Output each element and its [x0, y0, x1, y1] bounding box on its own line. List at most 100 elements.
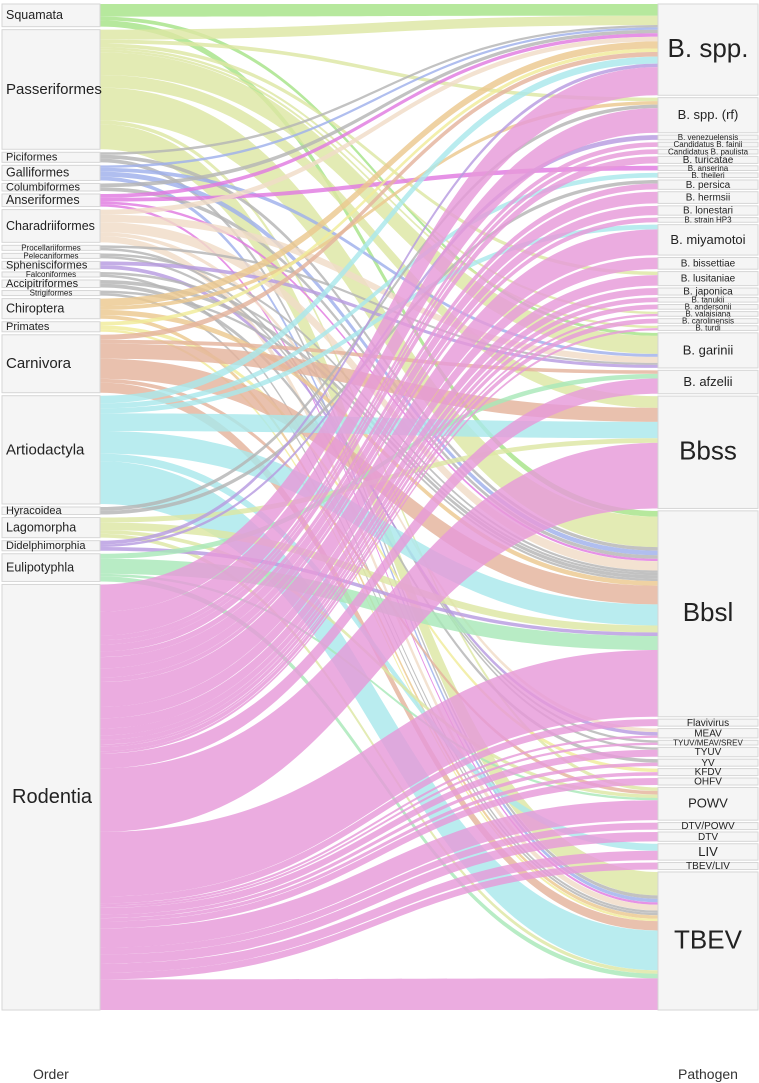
node-box-bbsl — [657, 510, 759, 718]
link-falconiformes-tbev — [100, 274, 658, 913]
node-box-yv — [657, 758, 759, 767]
node-falconiformes: Falconiformes — [1, 270, 101, 279]
node-dtv: DTV — [657, 831, 759, 843]
link-rodentia-liv — [100, 850, 658, 973]
node-box-hyracoidea — [1, 506, 101, 516]
link-rodentia-kfdv — [100, 772, 658, 922]
node-label-artiodactyla: Artiodactyla — [6, 441, 85, 458]
node-label-bturdi: B. turdi — [695, 324, 721, 333]
node-box-bhp3 — [657, 217, 759, 223]
link-artiodactyla-bmiyamotoi — [100, 224, 658, 414]
node-label-falconiformes: Falconiformes — [26, 270, 76, 279]
node-label-powv: POWV — [688, 796, 728, 811]
node-columbiformes: Columbiformes — [1, 182, 101, 194]
node-box-artiodactyla — [1, 395, 101, 505]
node-btheileri: B. theileri — [657, 171, 759, 180]
node-bturicatae: B. turicatae — [657, 155, 759, 166]
link-rodentia-btanukii — [100, 297, 658, 740]
node-bvenez: B. venezuelensis — [657, 133, 759, 142]
node-rodentia: Rodentia — [1, 583, 101, 1011]
node-box-piciformes — [1, 151, 101, 163]
node-btanukii: B. tanukii — [657, 295, 759, 304]
node-box-primates — [1, 321, 101, 333]
node-label-bhermsii: B. hermsii — [686, 193, 730, 204]
node-label-flavivirus: Flavivirus — [687, 718, 729, 729]
node-accipitriformes: Accipitriformes — [1, 278, 101, 290]
node-box-strigiformes — [1, 290, 101, 297]
node-sphenisciformes: Sphenisciformes — [1, 260, 101, 272]
node-piciformes: Piciformes — [1, 151, 101, 164]
node-box-lagomorpha — [1, 517, 101, 539]
node-bhermsii: B. hermsii — [657, 191, 759, 204]
node-label-accipitriformes: Accipitriformes — [6, 278, 79, 290]
node-box-bpaulista — [657, 148, 759, 155]
link-rodentia-bcarolinensis — [100, 318, 658, 752]
node-label-bjaponica: B. japonica — [683, 287, 733, 298]
link-rodentia-bjaponica — [100, 288, 658, 736]
link-anseriformes-bspp — [100, 33, 658, 198]
node-chiroptera: Chiroptera — [1, 298, 101, 320]
node-label-chiroptera: Chiroptera — [6, 301, 64, 315]
node-box-passeriformes — [1, 29, 101, 150]
node-label-bvenez: B. venezuelensis — [678, 133, 738, 142]
link-artiodactyla-btheileri — [100, 172, 658, 409]
link-passeriformes-bgarinii — [100, 52, 658, 354]
link-rodentia-bturicatae — [100, 156, 658, 652]
node-box-flavivirus — [657, 718, 759, 727]
link-rodentia-yv — [100, 762, 658, 919]
node-box-bbss — [657, 395, 759, 509]
node-label-squamata: Squamata — [6, 8, 63, 22]
node-bbsl: Bbsl — [657, 510, 759, 718]
link-primates-kfdv — [100, 325, 658, 773]
link-rodentia-bhp3 — [100, 217, 658, 683]
node-label-btheileri: B. theileri — [691, 171, 725, 180]
node-box-btheileri — [657, 172, 759, 179]
node-label-blonestari: B. lonestari — [683, 206, 733, 217]
node-box-bandersonii — [657, 304, 759, 310]
node-bjaponica: B. japonica — [657, 287, 759, 298]
node-label-tyuv: TYUV — [695, 747, 722, 758]
node-carnivora: Carnivora — [1, 334, 101, 394]
node-label-bfainii: Candidatus B. fainii — [674, 140, 743, 149]
link-passeriformes-bbss — [100, 74, 658, 408]
node-label-tbev: TBEV — [674, 924, 743, 954]
node-tyuvmeav: TYUV/MEAV/SREV — [657, 738, 759, 747]
node-kfdv: KFDV — [657, 767, 759, 778]
node-box-charadriiformes — [1, 209, 101, 243]
node-box-squamata — [1, 3, 101, 28]
link-rodentia-bspprf — [100, 108, 658, 636]
node-label-bbsl: Bbsl — [683, 597, 734, 627]
node-tyuv: TYUV — [657, 746, 759, 758]
link-rodentia-bturdi — [100, 328, 658, 754]
node-label-primates: Primates — [6, 321, 50, 333]
node-label-yv: YV — [701, 758, 715, 769]
link-rodentia-bvalaisiana — [100, 313, 658, 747]
node-box-liv — [657, 843, 759, 861]
link-rodentia-tbev — [100, 978, 658, 1010]
link-pelecaniformes-bbsl — [100, 253, 658, 573]
link-columbiformes-bspp — [100, 29, 658, 188]
node-box-bvenez — [657, 134, 759, 141]
node-bfainii: Candidatus B. fainii — [657, 140, 759, 149]
node-lagomorpha: Lagomorpha — [1, 517, 101, 539]
node-label-bpaulista: Candidatus B. paulista — [668, 147, 749, 156]
link-rodentia-bpaulista — [100, 149, 658, 645]
node-label-sphenisciformes: Sphenisciformes — [6, 260, 88, 272]
node-box-bafzelii — [657, 369, 759, 395]
node-box-bgarinii — [657, 332, 759, 369]
link-passeriformes-bspprf — [100, 39, 658, 102]
node-label-galliformes: Galliformes — [6, 166, 69, 180]
node-box-accipitriformes — [1, 279, 101, 289]
node-box-falconiformes — [1, 271, 101, 278]
link-charadriiformes-bspp — [100, 36, 658, 215]
node-label-liv: LIV — [698, 844, 718, 859]
node-box-bturicatae — [657, 155, 759, 164]
link-passeriformes-blusitaniae — [100, 43, 658, 276]
link-passeriformes-bspp — [100, 15, 658, 40]
node-label-bturicatae: B. turicatae — [683, 155, 734, 166]
node-label-strigiformes: Strigiformes — [30, 289, 73, 298]
node-box-eulipotyphla — [1, 553, 101, 582]
link-anseriformes-tbev — [100, 204, 658, 905]
link-carnivora-bspp — [100, 51, 658, 340]
